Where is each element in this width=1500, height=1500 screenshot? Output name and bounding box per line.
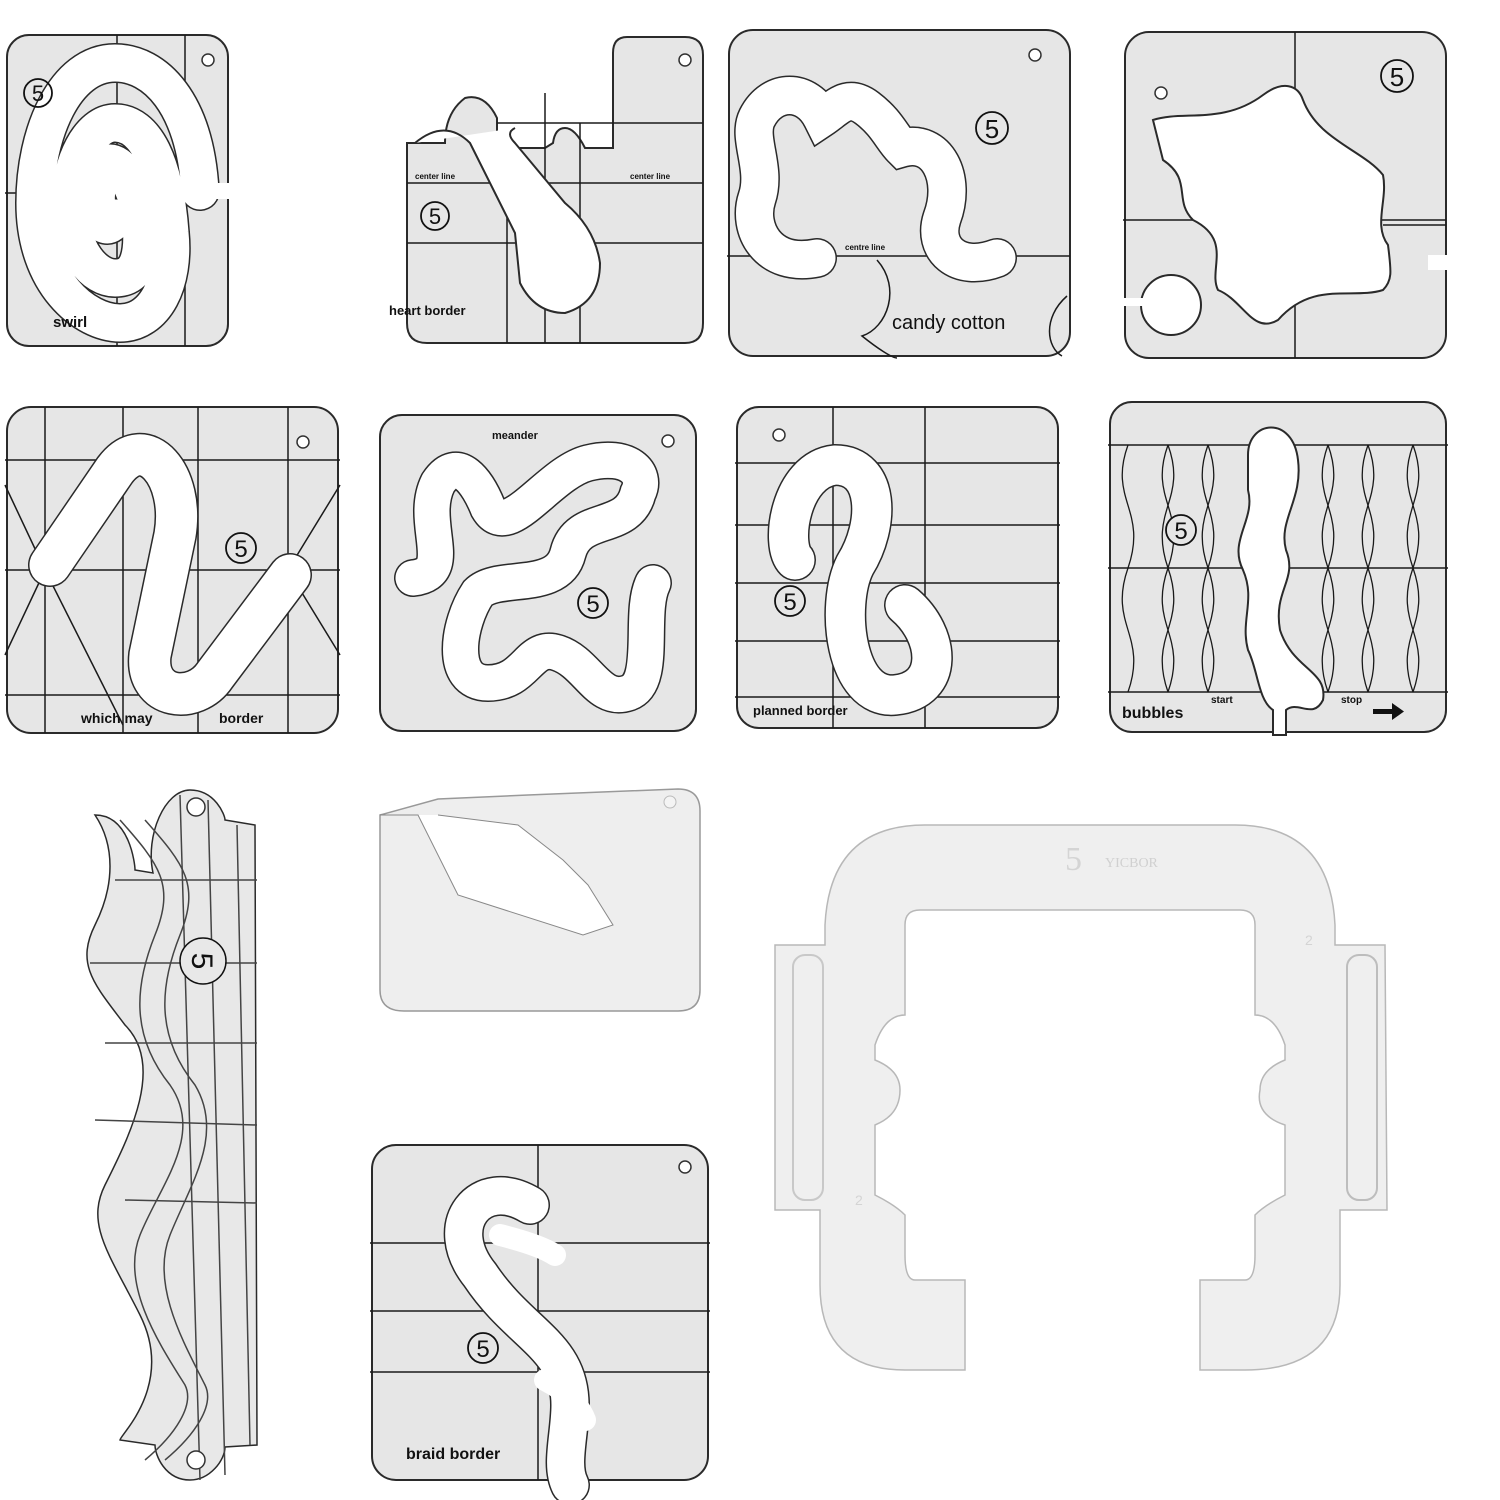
svg-text:braid border: braid border [406,1446,500,1463]
svg-text:2: 2 [855,1192,863,1208]
svg-text:5: 5 [586,591,599,618]
template-swirl: 5 swirl [5,33,230,348]
planned-border-template-graphic: 5 planned border [735,406,1060,729]
swirl-template-graphic: 5 swirl [5,34,230,347]
template-candy-cotton: 5 centre line candy cotton [727,28,1072,359]
template-which-may-border: 5 which may border [4,405,341,735]
svg-text:YICBOR: YICBOR [1105,856,1159,871]
meander-template-graphic: 5 meander [379,414,697,732]
which-may-template-graphic: 5 which may border [4,406,341,734]
ruler-handle-graphic: 5 YICBOR 2 2 [774,824,1388,1371]
svg-text:5: 5 [32,81,44,106]
template-wave-ruler: 5 [75,785,270,1485]
svg-text:meander: meander [492,430,539,442]
diamond-blank-template-graphic [379,788,701,1012]
braid-border-template-graphic: 5 braid border [370,1144,710,1500]
svg-text:center line: center line [630,172,671,181]
svg-text:swirl: swirl [53,314,87,331]
svg-text:stop: stop [1341,695,1362,706]
ruler-handle[interactable]: 5 YICBOR 2 2 [774,815,1395,1375]
template-bubbles: 5 bubbles start stop [1108,400,1448,736]
svg-text:border: border [219,710,264,726]
heart-border-template-graphic: center line center line 5 heart border [389,36,704,344]
svg-text:centre line: centre line [845,243,886,252]
template-heart-border-body: center line center line 5 heart border [385,33,710,348]
template-star-blob: 5 [1123,30,1448,360]
svg-text:5: 5 [185,953,218,970]
svg-text:center line: center line [415,172,456,181]
right-arrow-icon [1373,703,1404,720]
template-braid-border: 5 braid border [370,1045,710,1500]
svg-text:5: 5 [1065,841,1082,878]
svg-text:5: 5 [429,204,441,229]
svg-text:5: 5 [1174,518,1187,545]
svg-text:planned border: planned border [753,703,848,718]
template-diamond-blank [378,785,703,1015]
template-meander: 5 meander [378,413,698,733]
svg-text:candy cotton: candy cotton [892,312,1005,334]
svg-text:2: 2 [1305,932,1313,948]
bubbles-template-graphic: 5 bubbles start stop [1108,401,1448,736]
svg-text:bubbles: bubbles [1122,705,1183,722]
template-planned-border: 5 planned border [735,405,1060,735]
candy-cotton-template-graphic: 5 centre line candy cotton [727,29,1071,359]
svg-text:5: 5 [1390,62,1404,92]
svg-text:heart border: heart border [389,303,466,318]
svg-text:which may: which may [80,710,153,726]
star-blob-template-graphic: 5 [1123,31,1448,359]
svg-text:5: 5 [985,114,999,144]
svg-text:start: start [1211,695,1233,706]
svg-text:5: 5 [783,589,796,616]
svg-text:5: 5 [476,1336,489,1363]
wave-ruler-template-graphic: 5 [86,789,258,1481]
svg-text:5: 5 [234,536,247,563]
